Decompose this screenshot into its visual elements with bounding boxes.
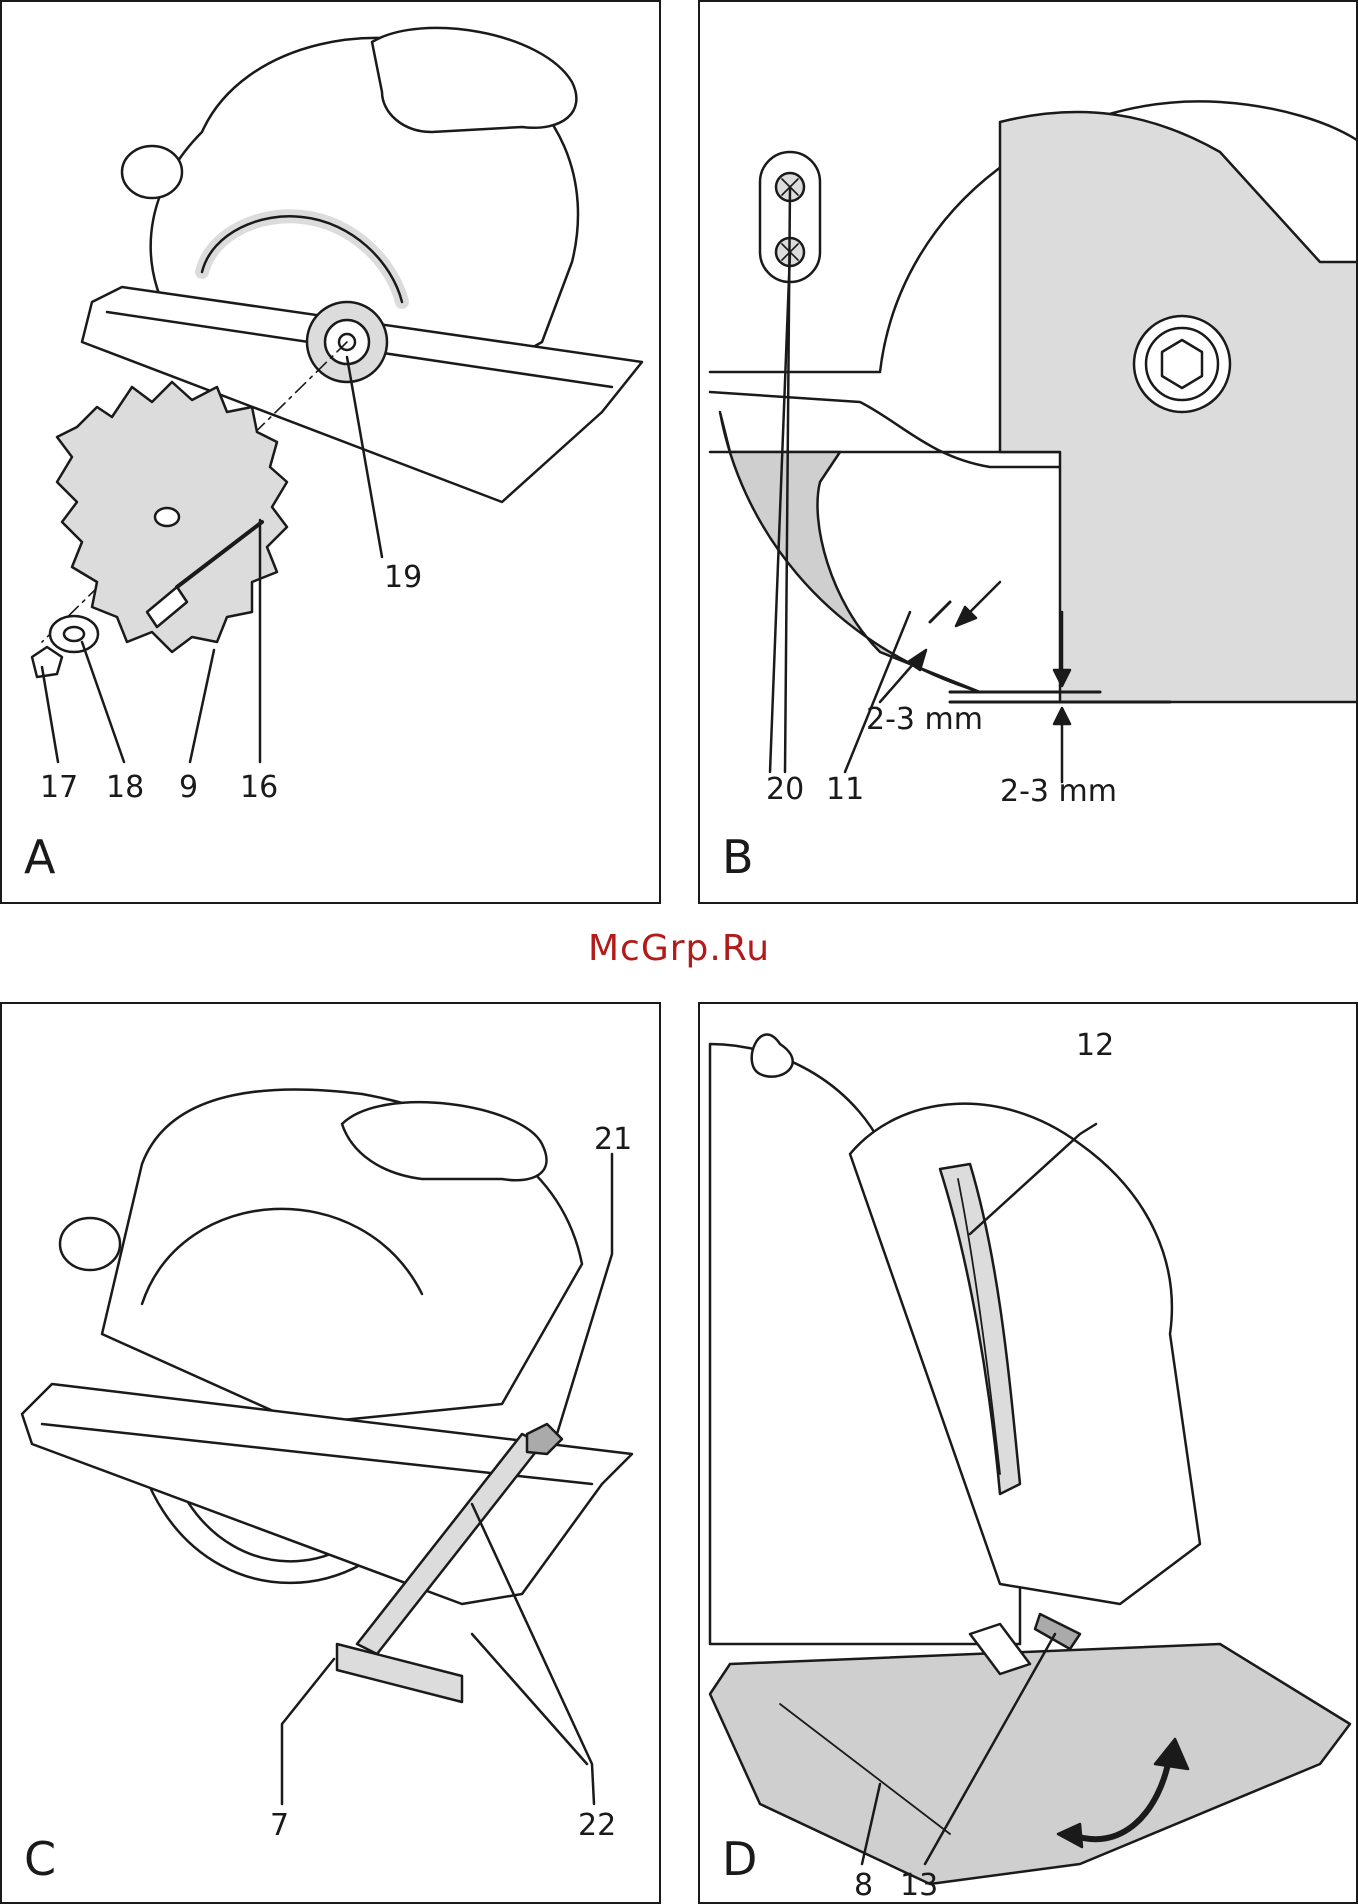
- front-knob: [122, 146, 182, 198]
- front-knob: [60, 1218, 120, 1270]
- riving-knife: [720, 412, 980, 692]
- saw-handle: [372, 28, 576, 132]
- label-8: 8: [854, 1868, 873, 1903]
- watermark: McGrp.Ru: [0, 928, 1358, 969]
- panel-letter-b: B: [722, 830, 754, 884]
- panel-d: 12 8 13 D: [698, 1002, 1358, 1904]
- clamping-bolt: [32, 647, 62, 677]
- label-9: 9: [179, 770, 198, 805]
- panel-c-drawing: [2, 1004, 661, 1904]
- panel-letter-d: D: [722, 1832, 757, 1886]
- base-plate: [22, 1384, 632, 1604]
- panel-a-drawing: [2, 2, 661, 904]
- label-20: 20: [766, 772, 804, 807]
- measurement-label-riving-gap: 2-3 mm: [866, 702, 983, 737]
- label-22: 22: [578, 1808, 616, 1843]
- label-21: 21: [594, 1122, 632, 1157]
- label-17: 17: [40, 770, 78, 805]
- panel-a: 19 17 18 9 16 A: [0, 0, 661, 904]
- measurement-label-depth-gap: 2-3 mm: [1000, 774, 1117, 809]
- parallel-guide-plate: [337, 1644, 462, 1702]
- measure-line-diagonal: [930, 602, 950, 622]
- label-13: 13: [900, 1868, 938, 1903]
- panel-c: 21 7 22 C: [0, 1002, 661, 1904]
- label-16: 16: [240, 770, 278, 805]
- label-19: 19: [384, 560, 422, 595]
- panel-letter-a: A: [24, 830, 55, 884]
- outer-flange: [50, 616, 98, 652]
- panel-d-drawing: [700, 1004, 1358, 1904]
- label-7: 7: [270, 1808, 289, 1843]
- label-18: 18: [106, 770, 144, 805]
- label-11: 11: [826, 772, 864, 807]
- label-12: 12: [1076, 1028, 1114, 1063]
- panel-letter-c: C: [24, 1832, 56, 1886]
- panel-b-drawing: [700, 2, 1358, 904]
- panel-b: 20 11 2-3 mm 2-3 mm B: [698, 0, 1358, 904]
